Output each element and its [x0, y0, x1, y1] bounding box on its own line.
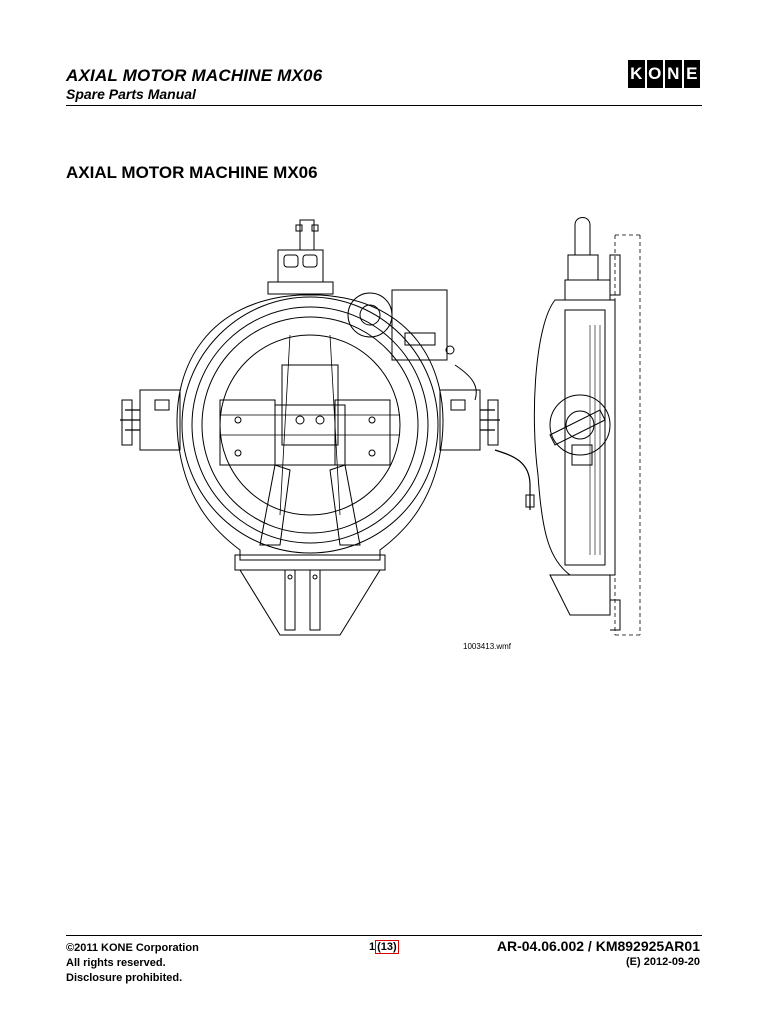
- disclosure-line: Disclosure prohibited.: [66, 972, 183, 984]
- logo-letter: K: [628, 60, 645, 88]
- logo-letter: N: [665, 60, 682, 88]
- document-title: AXIAL MOTOR MACHINE MX06: [66, 66, 323, 85]
- document-subtitle: Spare Parts Manual: [66, 86, 196, 102]
- figure-reference: 1003413.wmf: [463, 642, 512, 651]
- page-total-link[interactable]: (13): [375, 940, 399, 954]
- document-date: (E) 2012-09-20: [626, 956, 700, 968]
- copyright-text: 2011 KONE Corporation: [74, 942, 199, 954]
- kone-logo: K O N E: [628, 60, 700, 88]
- front-view: [120, 219, 535, 636]
- logo-letter: E: [683, 60, 700, 88]
- section-heading: AXIAL MOTOR MACHINE MX06: [66, 163, 318, 182]
- page-current: 1: [369, 941, 376, 953]
- copyright-line: ©2011 KONE Corporation: [66, 941, 199, 956]
- copyright-icon: ©: [66, 942, 75, 954]
- page-number: 1(13): [369, 940, 399, 954]
- logo-letter: O: [646, 60, 663, 88]
- footer-legal: ©2011 KONE Corporation All rights reserv…: [66, 941, 199, 986]
- rights-line: All rights reserved.: [66, 957, 166, 969]
- footer-divider: [66, 935, 702, 936]
- document-id: AR-04.06.002 / KM892925AR01: [496, 938, 700, 954]
- side-view: [533, 217, 641, 636]
- machine-technical-drawing: [120, 217, 641, 636]
- header-divider: [66, 105, 702, 106]
